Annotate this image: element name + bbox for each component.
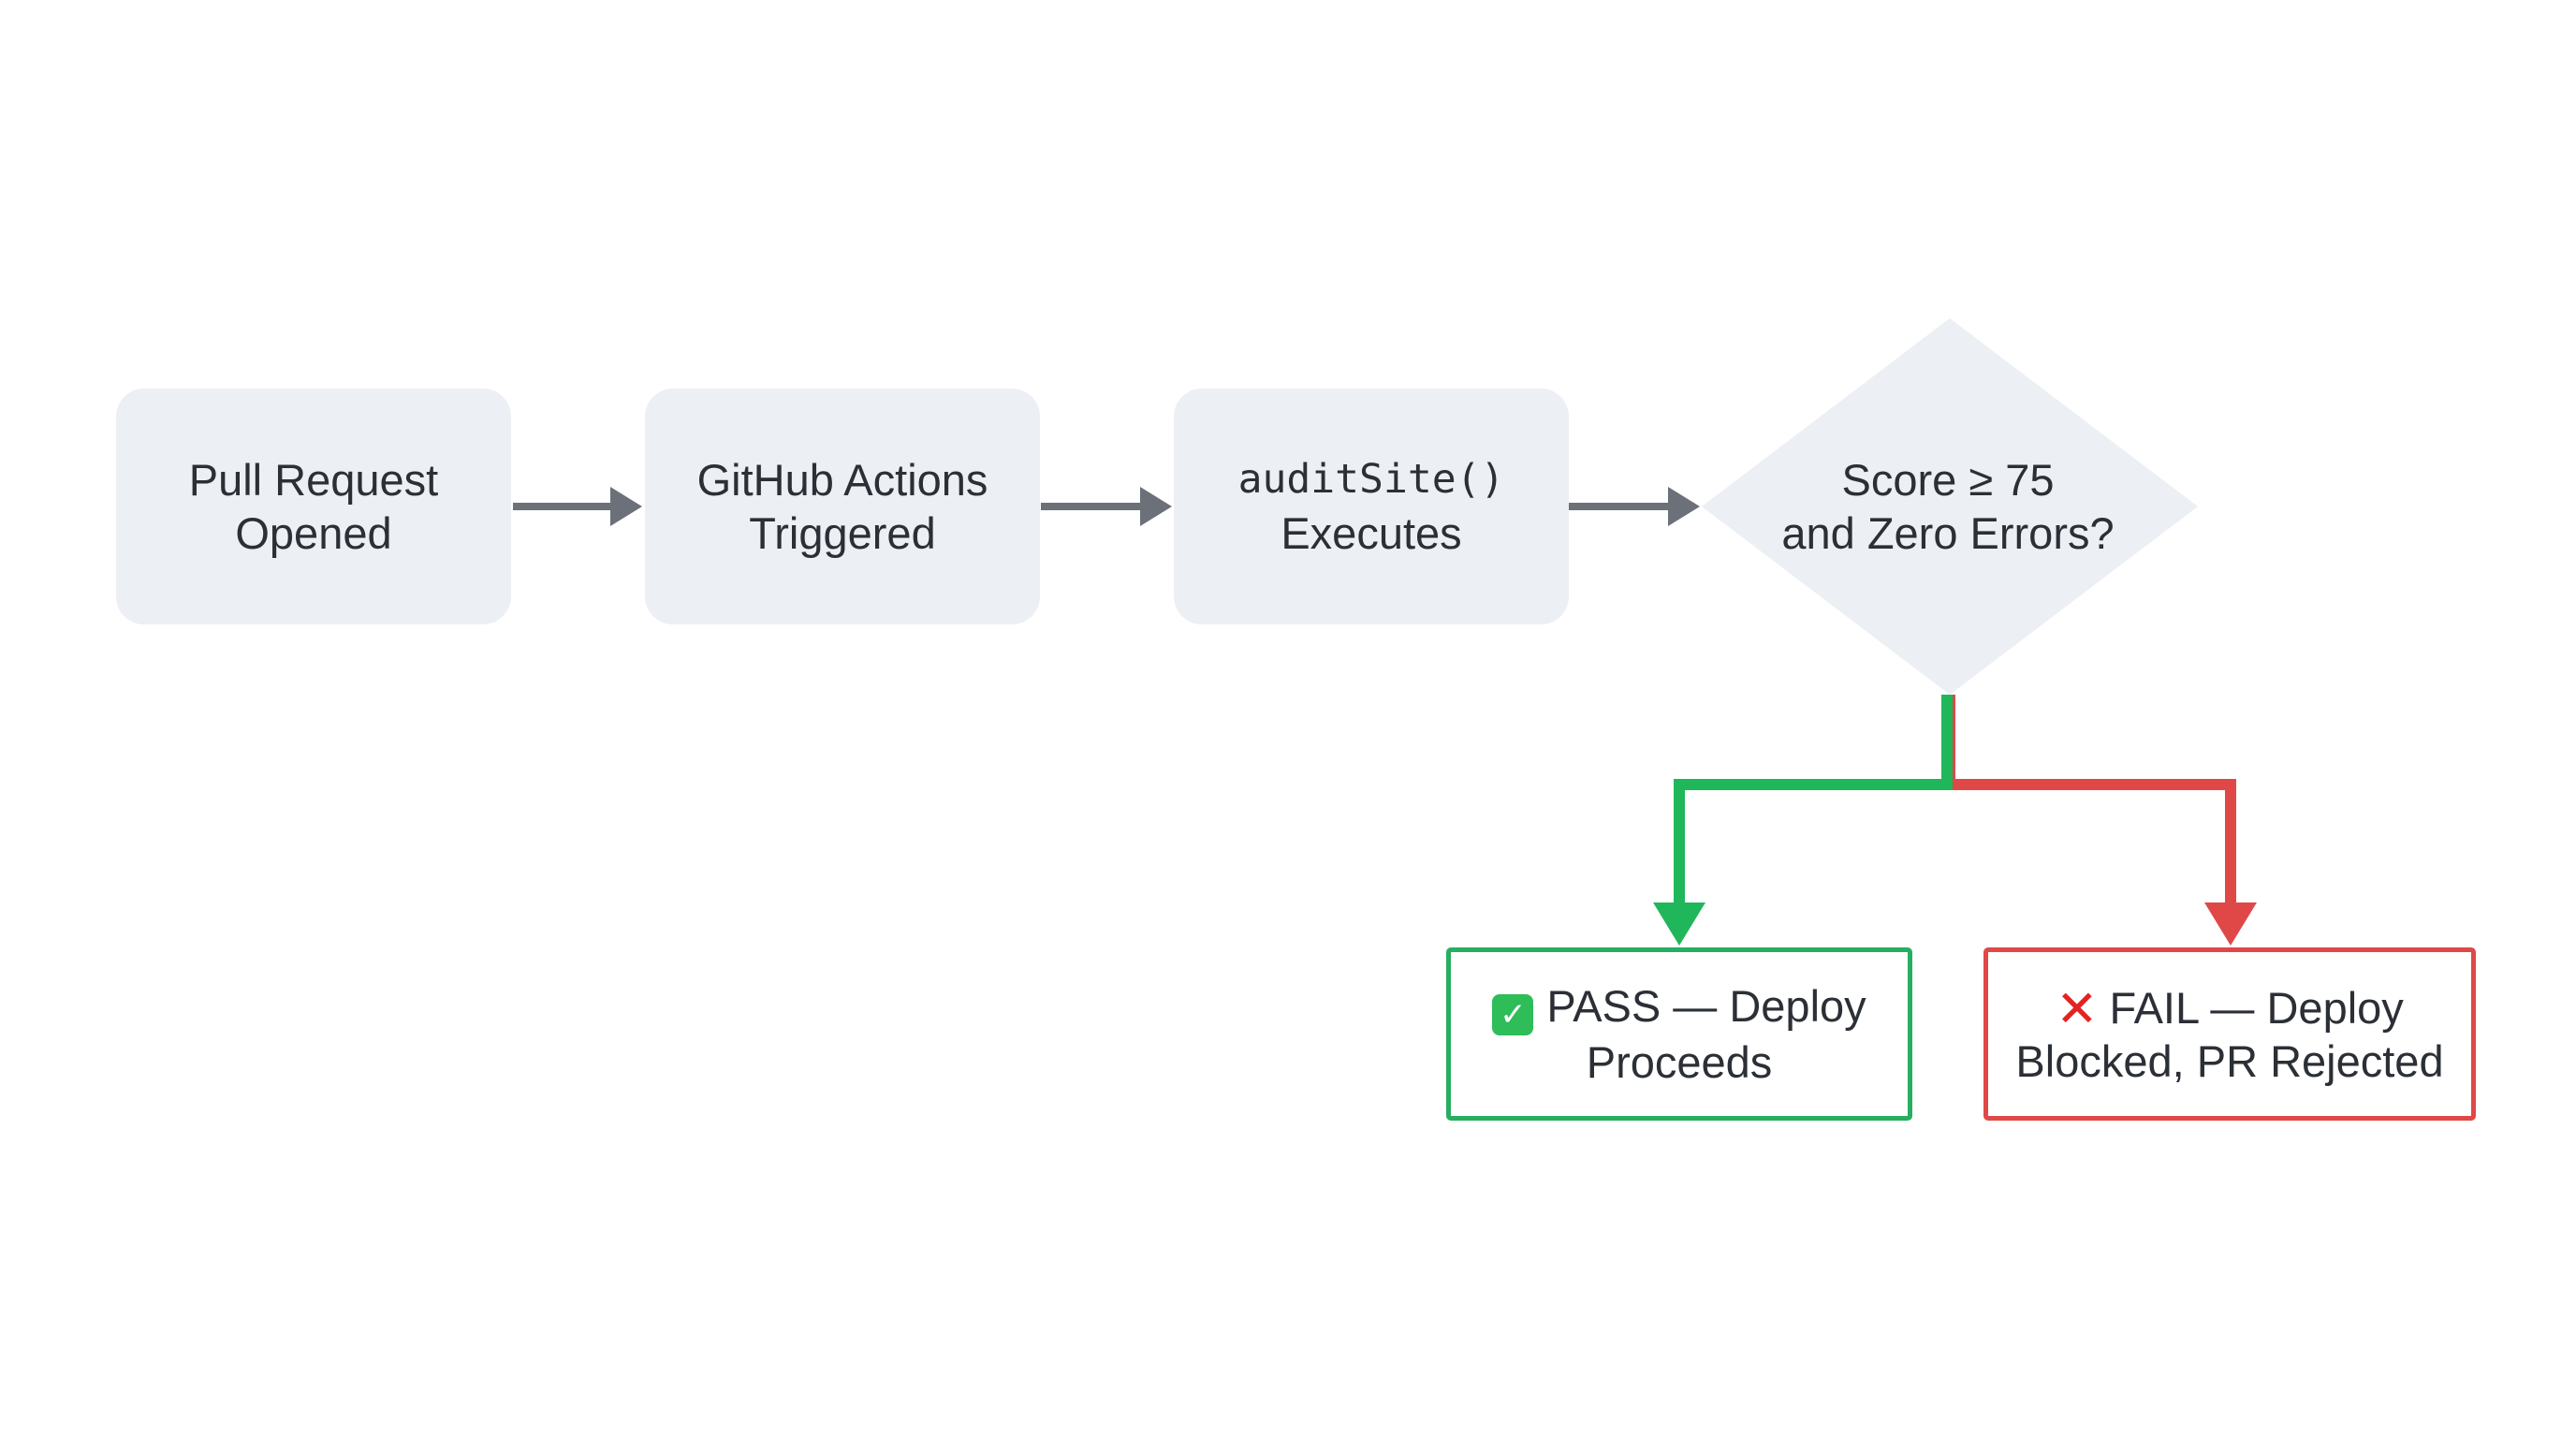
step-label-line1: GitHub Actions <box>696 455 988 505</box>
arrow-step1-to-step2 <box>513 487 642 526</box>
decision-label-line1: Score ≥ 75 <box>1841 455 2055 505</box>
fail-label-line1: FAIL — Deploy <box>2109 982 2404 1033</box>
step-label-line2: Triggered <box>749 508 936 558</box>
step-auditsite-executes: auditSite() Executes <box>1174 389 1569 624</box>
pass-label-line1: PASS — Deploy <box>1546 981 1866 1031</box>
decision-diamond <box>1702 318 2198 695</box>
decision-label: Score ≥ 75 and Zero Errors? <box>1700 403 2196 610</box>
arrow-step2-to-step3 <box>1041 487 1172 526</box>
decision-label-line2: and Zero Errors? <box>1781 508 2115 558</box>
check-mark-icon: ✓ <box>1492 994 1534 1035</box>
step-pull-request-opened: Pull Request Opened <box>116 389 511 624</box>
fail-outcome-box: ✕FAIL — Deploy Blocked, PR Rejected <box>1983 947 2476 1121</box>
pass-label-line2: Proceeds <box>1586 1037 1773 1087</box>
step-label-line2: Executes <box>1281 508 1462 558</box>
cross-mark-icon: ✕ <box>2056 978 2099 1038</box>
fail-label-line2: Blocked, PR Rejected <box>2015 1035 2444 1086</box>
arrow-step3-to-decision <box>1569 487 1700 526</box>
step-label-line1: Pull Request <box>188 455 439 505</box>
step-label-line1: auditSite() <box>1237 456 1505 503</box>
step-github-actions-triggered: GitHub Actions Triggered <box>645 389 1040 624</box>
pass-outcome-box: ✓ PASS — Deploy Proceeds <box>1446 947 1912 1121</box>
step-label-line2: Opened <box>235 508 392 558</box>
fail-branch-arrow <box>1944 695 2257 946</box>
pass-branch-arrow <box>1653 695 1953 946</box>
